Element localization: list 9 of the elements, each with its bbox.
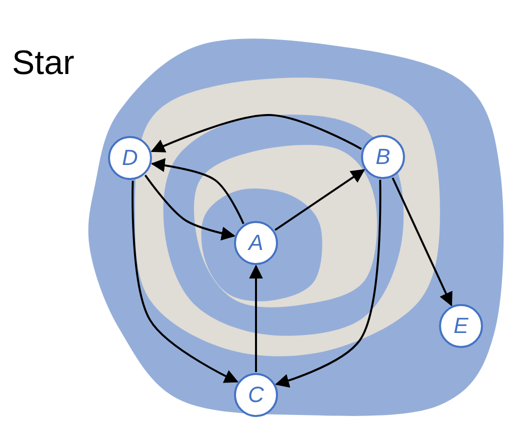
heading-text: Star	[12, 44, 74, 83]
arrow	[274, 169, 366, 231]
arrow	[249, 264, 263, 372]
arrow	[144, 174, 236, 240]
arrow	[132, 180, 238, 383]
arrow	[274, 180, 382, 388]
arrow	[392, 177, 452, 306]
arrow	[150, 114, 362, 152]
arrow	[150, 158, 244, 224]
